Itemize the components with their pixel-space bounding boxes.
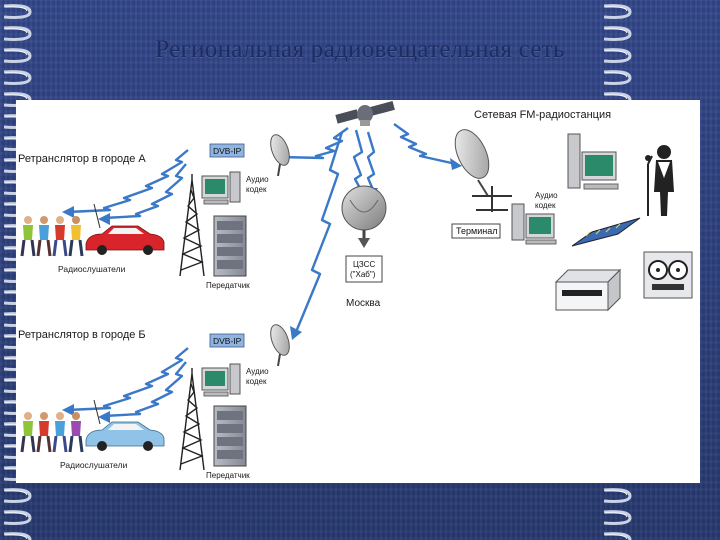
binder-ring bbox=[603, 48, 632, 63]
network-diagram: Ретранслятор в городе А Радиослушатели D… bbox=[18, 101, 693, 480]
binder-ring bbox=[3, 26, 32, 41]
binder-ring-highlight bbox=[604, 6, 628, 12]
terminal-label: Терминал bbox=[456, 226, 497, 236]
beam-satellite-hub-1 bbox=[352, 129, 364, 193]
fm-computer-icon bbox=[511, 203, 557, 245]
hub-box bbox=[345, 255, 383, 283]
slide-title: Региональная радиовещательная сеть bbox=[155, 36, 565, 63]
announcer-icon bbox=[645, 145, 674, 216]
transmitter-a-rack bbox=[213, 215, 247, 277]
binder-ring bbox=[603, 532, 632, 540]
car-a-icon bbox=[85, 203, 165, 255]
terminal-box bbox=[451, 223, 501, 239]
tape-deck-icon bbox=[643, 251, 693, 299]
binder-ring-highlight bbox=[4, 28, 28, 34]
diagram-panel: Ретранслятор в городе А Радиослушатели D… bbox=[16, 100, 700, 483]
listeners-a-label: Радиослушатели bbox=[58, 264, 126, 274]
binder-ring bbox=[3, 510, 32, 525]
transmitter-a-label: Передатчик bbox=[206, 281, 250, 290]
dvb-box-a bbox=[209, 143, 245, 158]
transmitter-b-rack bbox=[213, 405, 247, 467]
dish-b-icon bbox=[270, 324, 290, 367]
binder-ring bbox=[603, 4, 632, 19]
dvb-label-b: DVB-IP bbox=[213, 336, 242, 346]
studio-codec-label-2: кодек bbox=[535, 201, 556, 210]
binder-ring-highlight bbox=[604, 72, 628, 78]
beam-satellite-hub-2 bbox=[366, 131, 376, 193]
beam-satellite-dish-a bbox=[279, 127, 349, 160]
binder-ring-highlight bbox=[4, 72, 28, 78]
hub-dish-icon bbox=[341, 185, 387, 248]
beam-tower-b-car bbox=[103, 361, 187, 418]
codec-a-label-1: Аудио bbox=[246, 175, 269, 184]
binder-ring-highlight bbox=[604, 94, 628, 100]
dish-a-icon bbox=[270, 134, 290, 177]
listeners-a-icon bbox=[20, 216, 84, 257]
binder-ring bbox=[603, 488, 632, 503]
tower-a-icon bbox=[179, 174, 205, 277]
beam-satellite-dish-b bbox=[294, 131, 344, 333]
binder-ring-highlight bbox=[4, 6, 28, 12]
retranslator-b-label: Ретранслятор в городе Б bbox=[18, 329, 146, 341]
mixer-console-icon bbox=[571, 217, 641, 247]
car-b-icon bbox=[85, 399, 165, 451]
studio-codec-label-1: Аудио bbox=[535, 191, 558, 200]
binder-ring-highlight bbox=[604, 512, 628, 518]
retranslator-a-label: Ретранслятор в городе А bbox=[18, 153, 146, 165]
fm-dish-icon bbox=[454, 129, 512, 212]
beam-tower-a-listeners bbox=[67, 149, 189, 214]
binder-ring bbox=[603, 26, 632, 41]
dvb-label-a: DVB-IP bbox=[213, 146, 242, 156]
transmitter-b-label: Передатчик bbox=[206, 471, 250, 480]
studio-computer-icon bbox=[567, 133, 619, 190]
binder-ring-highlight bbox=[604, 28, 628, 34]
computer-a-icon bbox=[201, 171, 241, 205]
cd-player-icon bbox=[554, 268, 622, 312]
binder-ring bbox=[3, 488, 32, 503]
binder-ring bbox=[603, 510, 632, 525]
codec-a-label-2: кодек bbox=[246, 185, 267, 194]
hub-label-2: ("Хаб") bbox=[350, 270, 376, 279]
binder-ring-highlight bbox=[4, 534, 28, 540]
beam-satellite-fm bbox=[393, 123, 457, 166]
binder-ring-highlight bbox=[4, 490, 28, 496]
beam-tower-b-listeners bbox=[67, 347, 189, 412]
codec-b-label-2: кодек bbox=[246, 377, 267, 386]
fm-station-label: Сетевая FM-радиостанция bbox=[474, 109, 611, 121]
binder-ring-highlight bbox=[604, 534, 628, 540]
beam-tower-a-car bbox=[103, 163, 187, 220]
binder-ring bbox=[3, 4, 32, 19]
moscow-label: Москва bbox=[346, 298, 381, 309]
satellite-icon bbox=[335, 101, 395, 126]
codec-b-label-1: Аудио bbox=[246, 367, 269, 376]
computer-b-icon bbox=[201, 363, 241, 397]
binder-ring bbox=[3, 48, 32, 63]
listeners-b-icon bbox=[20, 412, 84, 453]
binder-ring-highlight bbox=[604, 490, 628, 496]
binder-ring-highlight bbox=[4, 50, 28, 56]
binder-ring bbox=[3, 532, 32, 540]
signal-beams bbox=[62, 123, 462, 423]
binder-ring-highlight bbox=[604, 50, 628, 56]
dvb-box-b bbox=[209, 333, 245, 348]
listeners-b-label: Радиослушатели bbox=[60, 460, 128, 470]
binder-ring bbox=[603, 70, 632, 85]
tower-b-icon bbox=[179, 368, 205, 471]
hub-label-1: ЦЗСС bbox=[353, 260, 375, 269]
binder-ring-highlight bbox=[4, 512, 28, 518]
binder-ring bbox=[3, 70, 32, 85]
binder-ring-highlight bbox=[4, 94, 28, 100]
